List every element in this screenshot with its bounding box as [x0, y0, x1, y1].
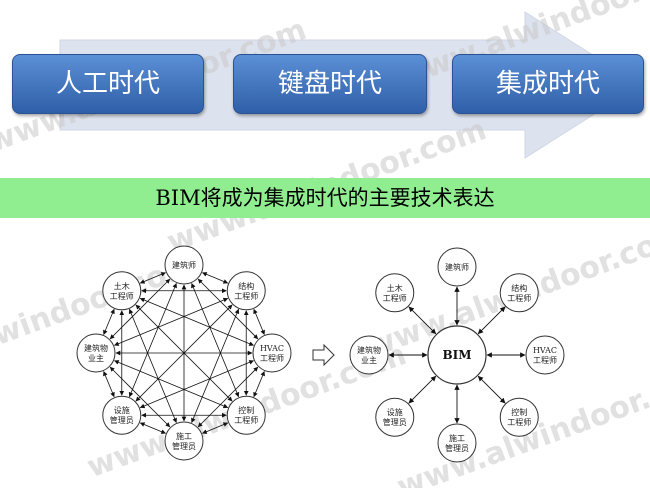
node-label: 土木 [114, 281, 130, 291]
node-label: 管理员 [172, 441, 196, 451]
connection-line [128, 308, 177, 423]
spoke-line [477, 306, 506, 335]
node-label: 控制 [238, 405, 254, 415]
node-label: 工程师 [234, 415, 258, 425]
connection-line [202, 422, 229, 434]
bim-label: BIM [442, 348, 471, 362]
node-label: 建筑物 [84, 343, 108, 353]
node-label: 工程师 [507, 293, 531, 303]
node-label: 工程师 [110, 291, 134, 301]
node-label: 工程师 [533, 355, 557, 365]
spoke-connections [388, 286, 526, 424]
node-architect: 建筑师 [437, 247, 477, 287]
node-architect: 建筑师 [164, 245, 204, 285]
node-label: 管理员 [110, 415, 134, 425]
node-label: HVAC [260, 344, 284, 353]
node-label: 设施 [114, 405, 130, 415]
node-label: 业主 [88, 353, 104, 363]
era-manual-box: 人工时代 [12, 54, 204, 114]
node-label: 工程师 [234, 291, 258, 301]
node-label: 施工 [449, 433, 465, 443]
node-label: 控制 [511, 407, 527, 417]
bim-hub: BIM [427, 325, 487, 385]
node-label: HVAC [533, 346, 557, 355]
connection-line [202, 272, 229, 284]
node-label: 管理员 [445, 443, 469, 453]
connection-line [103, 371, 115, 398]
node-label: 管理员 [383, 417, 407, 427]
connection-line [103, 308, 115, 335]
node-label: 业主 [361, 355, 377, 365]
node-label: 施工 [176, 431, 192, 441]
mesh-connections [103, 272, 265, 434]
node-label: 建筑师 [445, 262, 469, 272]
right-bim-diagram: BIM建筑师结构工程师HVAC工程师控制工程师施工管理员设施管理员建筑物业主土木… [349, 247, 565, 463]
spoke-line [408, 306, 437, 335]
spoke-line [408, 375, 437, 404]
node-label: 建筑物 [357, 345, 381, 355]
node-label: 建筑师 [172, 260, 196, 270]
node-label: 结构 [238, 281, 254, 291]
headline-banner: BIM将成为集成时代的主要技术表达 [0, 178, 650, 218]
era-keyboard-box: 键盘时代 [233, 54, 427, 114]
connection-line [253, 308, 265, 335]
node-label: 工程师 [383, 293, 407, 303]
node-label: 工程师 [507, 417, 531, 427]
connection-line [139, 272, 166, 284]
node-label: 工程师 [260, 353, 284, 363]
node-label: 结构 [511, 283, 527, 293]
node-label: 设施 [387, 407, 403, 417]
node-label: 土木 [387, 283, 403, 293]
transition-arrow [312, 343, 335, 367]
era-integration-box: 集成时代 [452, 54, 644, 114]
spoke-line [477, 375, 506, 404]
